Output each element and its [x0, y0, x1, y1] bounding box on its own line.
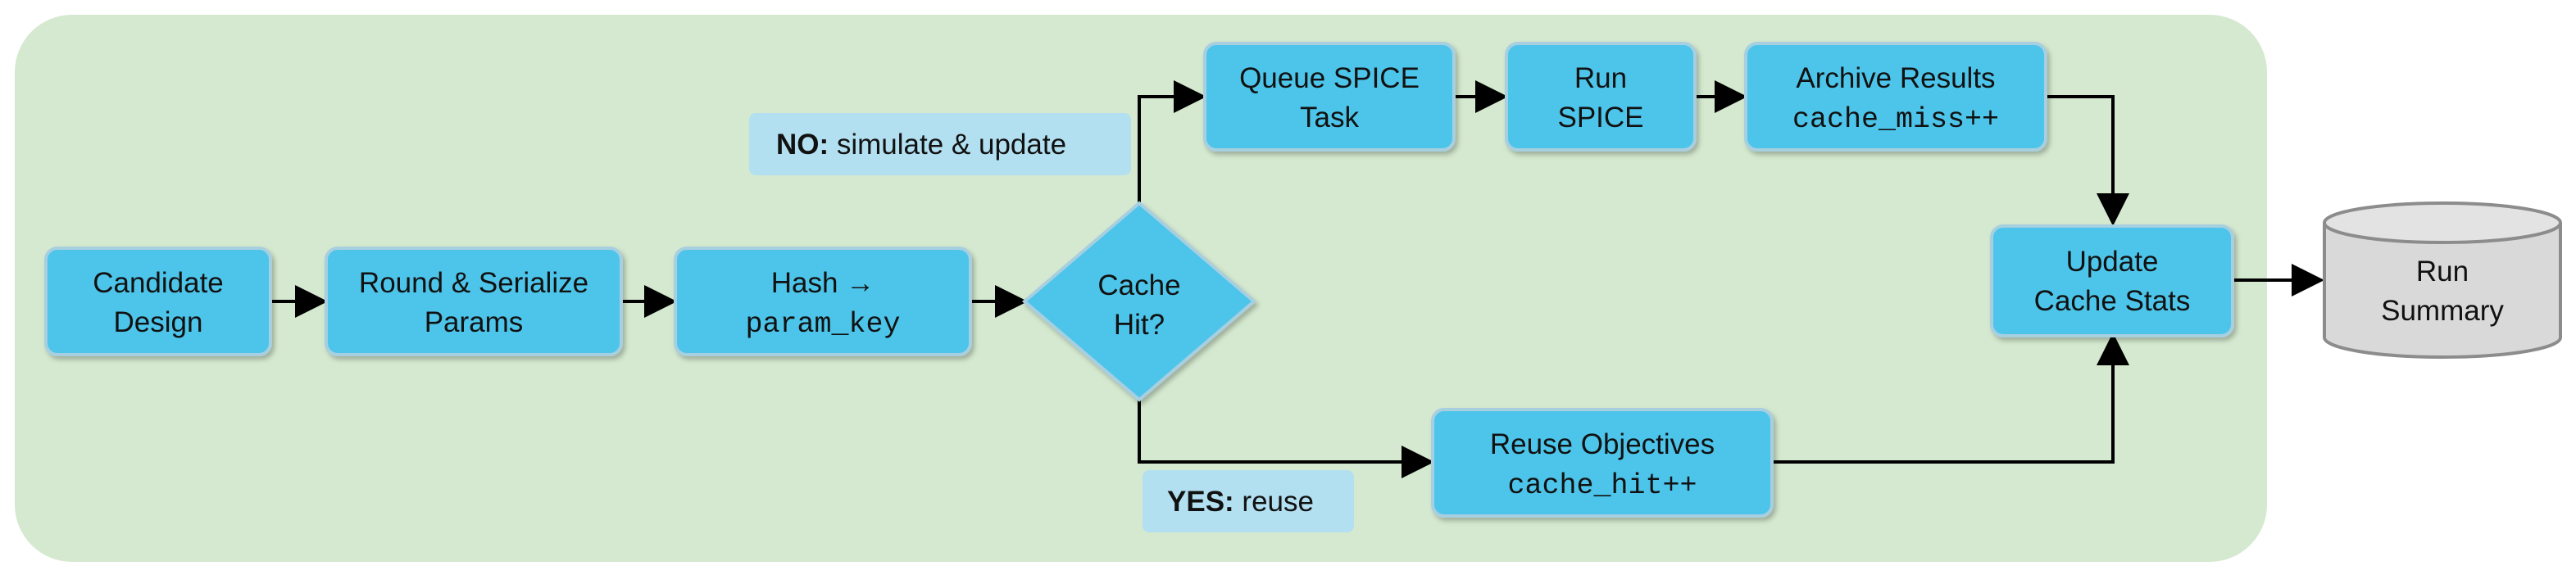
- decision-cache-hit-diamond: [1021, 201, 1257, 402]
- node-hash-line1: Hash →: [771, 267, 875, 299]
- node-round-serialize-box: [325, 247, 623, 356]
- node-reuse-objectives-line1: Reuse Objectives: [1490, 428, 1715, 460]
- svg-text:YES: reuse: YES: reuse: [1167, 486, 1314, 518]
- node-archive-results-line1: Archive Results: [1796, 62, 1995, 94]
- node-reuse-objectives: Reuse Objectives cache_hit++: [1431, 408, 1774, 518]
- connectors: [270, 80, 2324, 478]
- node-archive-results-line2: cache_miss++: [1792, 103, 1999, 136]
- decision-cache-hit: Cache Hit?: [1021, 201, 1257, 402]
- node-hash-line2: param_key: [745, 308, 900, 341]
- branch-label-no-text: simulate & update: [829, 129, 1066, 161]
- branch-label-yes-background: [1143, 470, 1354, 532]
- svg-text:NO: simulate & update: NO: simulate & update: [776, 129, 1066, 161]
- decision-cache-hit-line2: Hit?: [1114, 309, 1165, 341]
- branch-label-yes-text: reuse: [1234, 486, 1314, 518]
- node-candidate-design-line1: Candidate: [93, 267, 224, 299]
- node-reuse-objectives-line2: cache_hit++: [1507, 469, 1697, 502]
- node-update-cache-stats-box: [1990, 224, 2234, 337]
- node-run-spice: Run SPICE: [1505, 42, 1697, 152]
- branch-label-no-background: [749, 113, 1131, 175]
- node-round-serialize-line2: Params: [425, 306, 524, 338]
- node-queue-spice-box: [1203, 42, 1456, 152]
- node-run-summary-line2: Summary: [2381, 295, 2504, 327]
- node-queue-spice: Queue SPICE Task: [1203, 42, 1456, 152]
- node-round-serialize: Round & Serialize Params: [325, 247, 623, 356]
- node-run-spice-line1: Run: [1574, 62, 1627, 94]
- node-candidate-design-line2: Design: [114, 306, 203, 338]
- node-update-cache-stats: Update Cache Stats: [1990, 224, 2234, 337]
- node-update-cache-stats-line1: Update: [2066, 246, 2159, 278]
- branch-label-no: NO: simulate & update: [749, 113, 1131, 175]
- node-archive-results: Archive Results cache_miss++: [1744, 42, 2047, 152]
- node-queue-spice-line2: Task: [1300, 102, 1359, 134]
- arrow-archive-to-update: [2046, 95, 2129, 226]
- branch-label-no-keyword: NO:: [776, 129, 829, 161]
- decision-cache-hit-line1: Cache: [1097, 269, 1180, 301]
- node-run-summary-line1: Run: [2416, 256, 2469, 287]
- arrow-decision-to-reuse: [1138, 400, 1434, 478]
- node-queue-spice-line1: Queue SPICE: [1239, 62, 1420, 94]
- node-candidate-design-box: [44, 247, 272, 356]
- node-hash: Hash → param_key: [674, 247, 972, 356]
- node-run-spice-box: [1505, 42, 1697, 152]
- branch-label-yes-keyword: YES:: [1167, 486, 1234, 518]
- node-run-spice-line2: SPICE: [1557, 102, 1643, 134]
- node-update-cache-stats-line2: Cache Stats: [2034, 285, 2191, 317]
- node-hash-box: [674, 247, 972, 356]
- node-reuse-objectives-box: [1431, 408, 1774, 518]
- node-run-summary-cylinder-top: [2323, 201, 2562, 244]
- branch-label-yes: YES: reuse: [1143, 470, 1354, 532]
- node-run-summary: Run Summary: [2323, 201, 2562, 359]
- node-run-summary-cylinder-body: [2323, 223, 2562, 359]
- node-round-serialize-line1: Round & Serialize: [359, 267, 588, 299]
- node-archive-results-box: [1744, 42, 2047, 152]
- node-candidate-design: Candidate Design: [44, 247, 272, 356]
- arrow-decision-to-queue: [1138, 80, 1206, 203]
- arrow-reuse-to-update: [1772, 333, 2129, 464]
